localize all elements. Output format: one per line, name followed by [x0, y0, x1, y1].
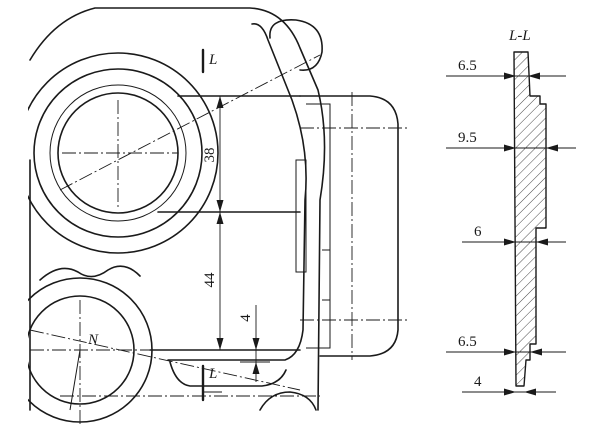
- main-view: 38 44 4 L L N: [28, 7, 408, 425]
- dimension-label-38: 38: [202, 148, 218, 163]
- upper-bore: [28, 52, 321, 254]
- thickness-9-5: 9.5: [446, 130, 576, 152]
- dimension-label-44: 44: [202, 272, 218, 288]
- thickness-label-0: 6.5: [458, 58, 477, 74]
- right-boss: [295, 92, 408, 360]
- section-mark-label-bottom: L: [208, 366, 217, 382]
- thickness-label-2: 6: [474, 224, 482, 240]
- dimension-label-4: 4: [238, 314, 254, 322]
- dimension-4: 4: [238, 305, 260, 382]
- section-mark-label-top: L: [208, 52, 217, 68]
- thickness-6-5-bottom: 6.5: [446, 334, 566, 356]
- thickness-4: 4: [462, 374, 556, 396]
- section-profile: [513, 51, 547, 387]
- dimension-38: 38: [202, 96, 224, 212]
- dimension-44: 44: [202, 212, 224, 350]
- thickness-6-5-top: 6.5: [446, 58, 566, 80]
- point-label-n: N: [87, 332, 99, 348]
- thickness-label-1: 9.5: [458, 130, 477, 146]
- thickness-label-3: 6.5: [458, 334, 477, 350]
- thickness-label-4: 4: [474, 374, 482, 390]
- thickness-6: 6: [462, 224, 566, 246]
- section-mark-top: L: [201, 48, 217, 74]
- section-mark-bottom: L: [201, 364, 222, 402]
- section-view: L-L 6.5 9.5 6 6.5: [446, 28, 576, 396]
- section-title: L-L: [508, 28, 531, 44]
